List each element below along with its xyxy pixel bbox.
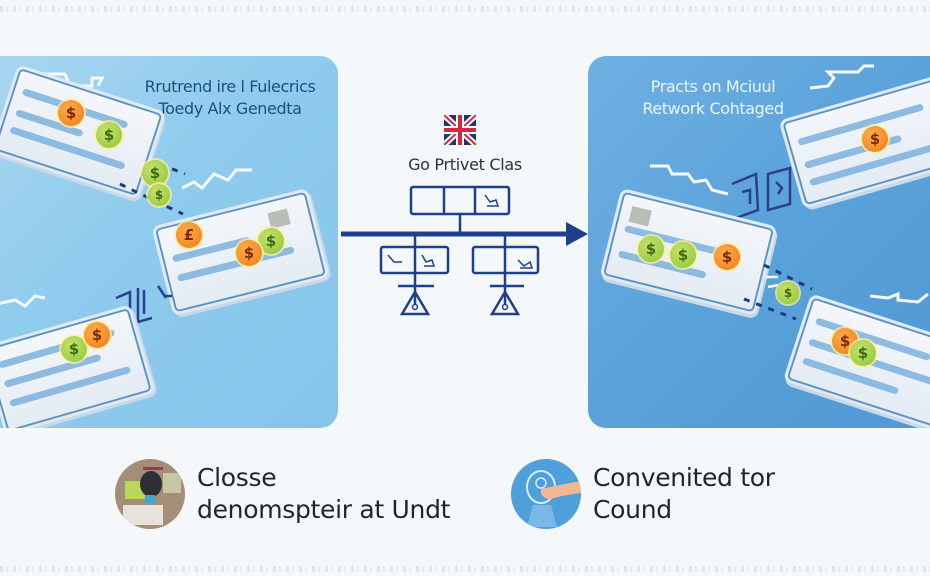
coin-icon: $	[850, 340, 876, 366]
squiggle-icon	[181, 168, 252, 191]
left-panel-title-line2: Toedy Alx Genedta	[158, 99, 302, 118]
right-panel: Practs on Mciuul Retwork Cohtaged $ $ $ …	[588, 56, 930, 428]
coin-icon: $	[862, 126, 888, 152]
coin-icon: $	[236, 240, 262, 266]
right-panel-title-line2: Retwork Cohtaged	[642, 99, 784, 118]
coin-icon: $	[61, 336, 87, 362]
top-noise-strip	[0, 6, 930, 12]
transfer-dashed-box	[743, 263, 813, 321]
coin-icon: $	[670, 242, 696, 268]
payment-card	[0, 304, 156, 428]
coin-icon: $	[832, 328, 858, 354]
coin-icon: $	[148, 184, 170, 206]
bottom-left-line2: denomspteir at Undt	[197, 495, 451, 524]
coin-icon: $	[84, 322, 110, 348]
transfer-bracket-icon	[115, 285, 172, 324]
office-photo-avatar	[115, 459, 185, 529]
bottom-item-right: Convenited tor Cound	[511, 459, 775, 529]
coin-icon: $	[58, 100, 84, 126]
squiggle-icon	[869, 291, 929, 304]
contactless-hand-icon	[511, 459, 581, 529]
bottom-right-text: Convenited tor Cound	[593, 462, 775, 526]
transfer-bracket-icon	[731, 166, 792, 220]
coin-icon: $	[777, 282, 799, 304]
coin-icon: $	[96, 122, 122, 148]
right-panel-title-line1: Practs on Mciuul	[650, 77, 776, 96]
squiggle-icon	[809, 64, 874, 90]
bottom-item-left: Closse denomspteir at Undt	[115, 459, 450, 529]
bottom-left-text: Closse denomspteir at Undt	[197, 462, 450, 526]
squiggle-icon	[650, 164, 729, 196]
arrow-head-icon	[566, 222, 588, 246]
coin-icon: $	[714, 244, 740, 270]
center-label: Go Prtivet Clas	[408, 155, 522, 174]
left-panel-title: Rrutrend ire l Fulecrics Toedy Alx Gened…	[130, 76, 330, 120]
coin-icon: $	[258, 228, 284, 254]
squiggle-icon	[0, 294, 46, 308]
coin-icon: $	[142, 160, 168, 186]
uk-flag-icon	[444, 115, 476, 145]
right-panel-title: Practs on Mciuul Retwork Cohtaged	[608, 76, 818, 120]
coin-icon: $	[638, 236, 664, 262]
bottom-right-line1: Convenited tor	[593, 463, 775, 492]
bottom-noise-strip	[0, 566, 930, 572]
coin-icon: £	[176, 222, 202, 248]
left-panel-title-line1: Rrutrend ire l Fulecrics	[144, 77, 316, 96]
bottom-left-line1: Closse	[197, 463, 277, 492]
left-panel: Rrutrend ire l Fulecrics Toedy Alx Gened…	[0, 56, 338, 428]
network-diagram	[341, 185, 588, 316]
bottom-right-line2: Cound	[593, 495, 672, 524]
